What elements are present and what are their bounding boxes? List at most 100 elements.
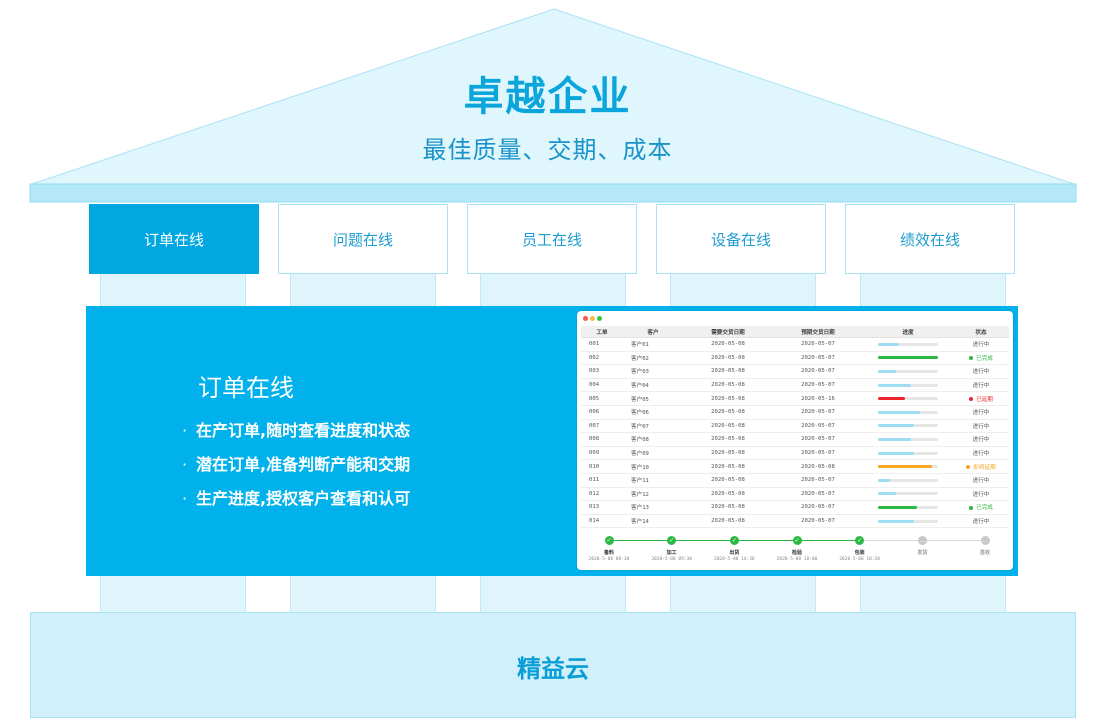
cell-customer: 客户14 [623, 514, 683, 529]
progress-bar-fill [878, 478, 890, 482]
feature-item: ·潜在订单,准备判断产能和交期 [182, 454, 410, 488]
status-text: 进行中 [972, 369, 990, 376]
cell-expected-date: 2020-05-07 [773, 500, 863, 515]
progress-bar [878, 356, 938, 360]
timeline-connector [609, 540, 672, 541]
cell-expected-date: 2020-05-07 [773, 337, 863, 352]
cell-progress [863, 351, 953, 366]
progress-bar-fill [878, 465, 932, 469]
pillar-lower-4 [670, 576, 816, 612]
cell-id: 011 [581, 473, 623, 488]
timeline-connector [671, 540, 735, 541]
tab-issue-online[interactable]: 问题在线 [278, 204, 448, 274]
timeline-step-time: 2020-5-08 18:00 [776, 557, 818, 562]
progress-bar-fill [878, 410, 920, 414]
cell-customer: 客户13 [623, 500, 683, 515]
progress-bar [878, 465, 938, 469]
bullet-icon: · [182, 455, 188, 474]
timeline-step-time: 2020-5-08 09:30 [651, 557, 692, 562]
tab-order-online[interactable]: 订单在线 [89, 204, 259, 274]
pillar-upper-4 [670, 274, 816, 306]
bullet-icon: · [182, 421, 188, 440]
cell-progress [863, 419, 953, 434]
cell-required-date: 2020-05-08 [683, 405, 773, 420]
timeline-connector [797, 540, 860, 541]
pillar-lower-2 [290, 576, 436, 612]
timeline-connector [922, 540, 985, 541]
cell-status: 进行中 [953, 432, 1009, 447]
cell-required-date: 2020-05-08 [683, 351, 773, 366]
progress-bar [878, 519, 938, 523]
cell-id: 007 [581, 419, 623, 434]
status-text: 进行中 [972, 410, 990, 417]
cell-status: 进行中 [953, 514, 1009, 529]
tab-performance-online[interactable]: 绩效在线 [845, 204, 1015, 274]
feature-text: 生产进度,授权客户查看和认可 [196, 489, 411, 508]
cell-customer: 客户12 [623, 487, 683, 502]
check-circle-icon: ✓ [855, 536, 865, 545]
cell-id: 010 [581, 459, 623, 474]
progress-bar-fill [878, 397, 905, 401]
cell-status: 已完成 [953, 351, 1009, 366]
progress-bar [878, 369, 938, 373]
cell-progress [863, 514, 953, 529]
column-header: 状态 [953, 326, 1009, 338]
roof-subtitle: 最佳质量、交期、成本 [422, 136, 673, 164]
status-text: 已延期 [976, 396, 993, 403]
cell-required-date: 2020-05-08 [683, 487, 773, 502]
timeline-step-label: 加工 [666, 550, 677, 556]
cell-customer: 客户11 [623, 473, 683, 488]
progress-bar [878, 478, 938, 482]
more-circle-icon: … [980, 536, 990, 545]
status-text: 进行中 [972, 478, 990, 485]
status-text: 已完成 [976, 355, 993, 362]
progress-bar-fill [878, 424, 914, 428]
progress-bar-fill [878, 519, 914, 523]
status-dot-icon [969, 356, 974, 361]
pillar-upper-1 [100, 274, 246, 306]
cell-progress [863, 378, 953, 393]
timeline-connector [734, 540, 797, 541]
feature-text: 在产订单,随时查看进度和状态 [196, 421, 411, 440]
progress-bar [878, 424, 938, 428]
progress-bar-fill [878, 437, 911, 441]
close-dot-icon [583, 316, 588, 321]
pillar-upper-3 [480, 274, 626, 306]
cell-expected-date: 2020-05-07 [773, 446, 863, 461]
tab-equipment-online[interactable]: 设备在线 [656, 204, 826, 274]
status-text: 即将延期 [973, 464, 996, 471]
cell-status: 进行中 [953, 487, 1009, 502]
timeline-step-label: 签收 [979, 550, 990, 556]
check-circle-icon: ✓ [667, 536, 677, 545]
cell-progress [863, 364, 953, 379]
feature-item: ·生产进度,授权客户查看和认可 [182, 488, 410, 522]
cell-expected-date: 2020-05-07 [773, 514, 863, 529]
cell-status: 进行中 [953, 405, 1009, 420]
cell-customer: 客户10 [623, 459, 683, 474]
cell-expected-date: 2020-05-07 [773, 473, 863, 488]
pillar-lower-5 [860, 576, 1006, 612]
cell-required-date: 2020-05-08 [683, 432, 773, 447]
progress-bar-fill [878, 342, 899, 346]
cell-progress [863, 432, 953, 447]
cell-expected-date: 2020-05-16 [773, 391, 863, 406]
cell-id: 009 [581, 446, 623, 461]
cell-status: 已延期 [953, 391, 1009, 406]
pillar-upper-2 [290, 274, 436, 306]
cell-id: 005 [581, 391, 623, 406]
pillar-upper-5 [860, 274, 1006, 306]
status-text: 进行中 [972, 423, 990, 430]
cell-expected-date: 2020-05-07 [773, 405, 863, 420]
tab-staff-online[interactable]: 员工在线 [467, 204, 637, 274]
progress-bar-fill [878, 369, 896, 373]
cell-customer: 客户07 [623, 419, 683, 434]
